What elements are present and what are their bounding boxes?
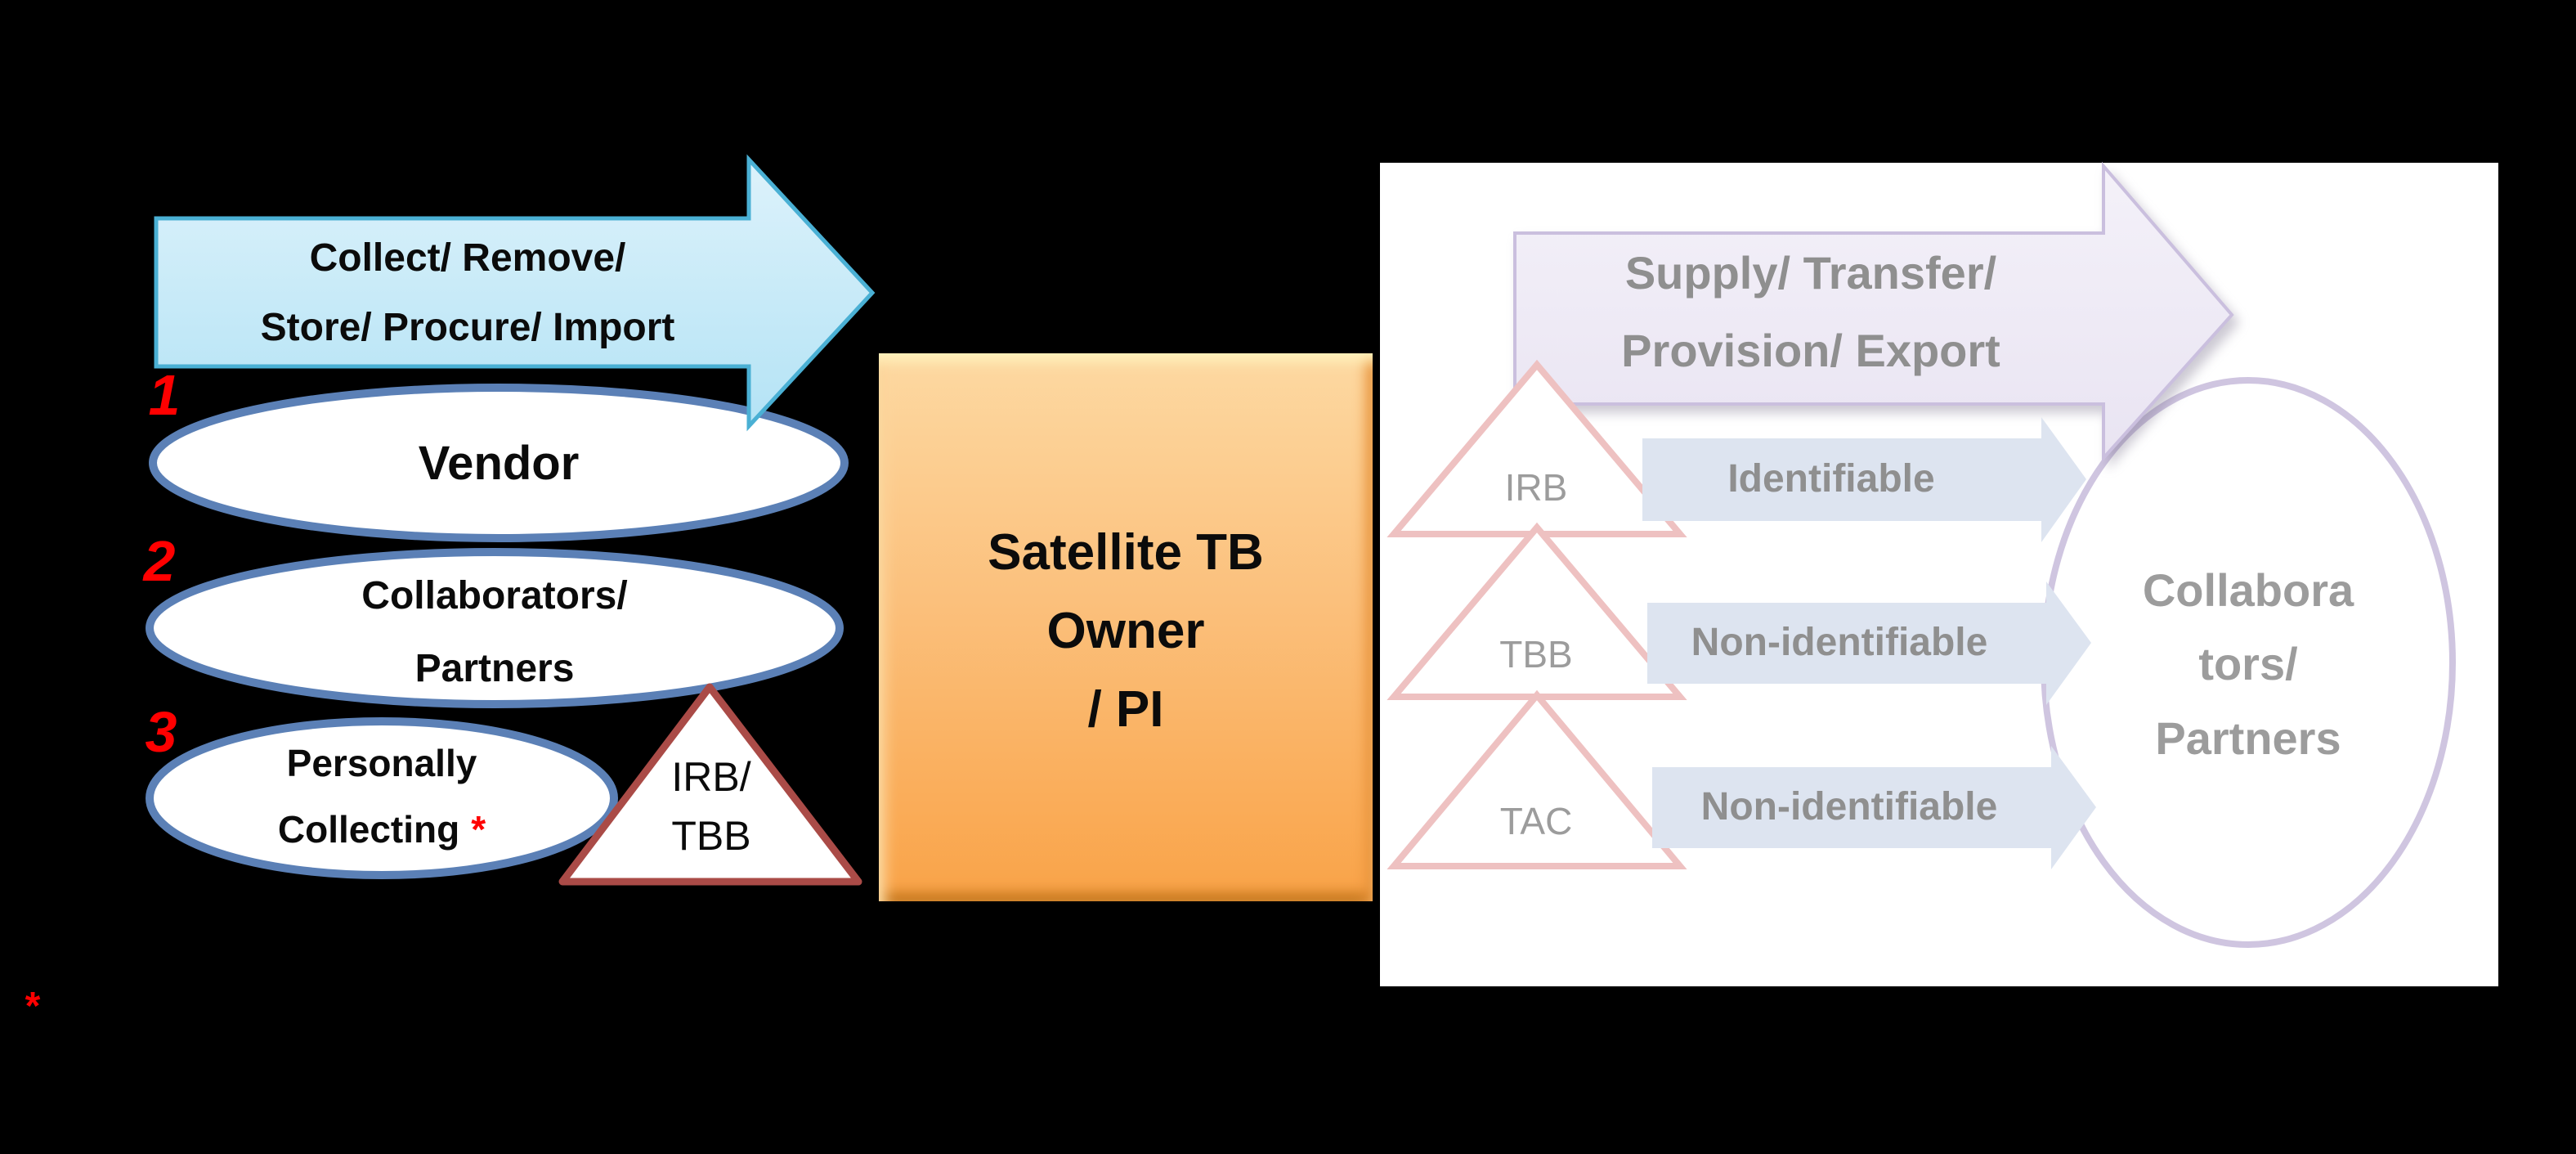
right-collaborators-label-line1: Collabora [2142, 564, 2354, 616]
non-identifiable-arrow-label-2: Non-identifiable [1700, 785, 1998, 828]
personally-label-line1: Personally [286, 742, 477, 784]
identifiable-arrow-label: Identifiable [1727, 457, 1935, 501]
tac-triangle [1387, 689, 1687, 869]
supply-arrow-label-line2: Provision/ Export [1621, 325, 2000, 376]
owner-box-label-line3: / PI [1087, 681, 1164, 738]
irb-tbb-triangle [558, 683, 862, 886]
footnote-asterisk: * [25, 985, 41, 1028]
tbb-label: TBB [1499, 633, 1573, 676]
personally-label-line2: Collecting * [278, 810, 486, 848]
personally-collecting-text: Collecting [277, 808, 460, 851]
non-identifiable-arrow-2 [1652, 746, 2096, 869]
item-number-3: 3 [145, 700, 177, 764]
item-number-1: 1 [148, 363, 181, 427]
personally-collecting-asterisk: * [471, 808, 486, 851]
identifiable-arrow [1642, 417, 2086, 542]
collaborators-label-line2: Partners [414, 647, 575, 690]
irb-label: IRB [1504, 466, 1568, 509]
right-collaborators-label-line3: Partners [2155, 712, 2341, 764]
personally-collecting-ellipse [146, 717, 618, 879]
tac-label: TAC [1499, 800, 1573, 842]
collect-arrow-label-line2: Store/ Procure/ Import [260, 306, 675, 349]
collect-flow-arrow [154, 154, 876, 432]
non-identifiable-arrow-label-1: Non-identifiable [1691, 621, 1988, 664]
collect-arrow-label-line1: Collect/ Remove/ [309, 236, 626, 280]
collaborators-label-line1: Collaborators/ [361, 574, 628, 617]
irb-tbb-label-line1: IRB/ [671, 754, 751, 800]
irb-tbb-label-line2: TBB [671, 813, 751, 859]
non-identifiable-arrow-1 [1647, 581, 2091, 705]
vendor-ellipse [149, 384, 849, 542]
right-collaborators-label-line2: tors/ [2198, 638, 2298, 689]
owner-box-label-line2: Owner [1046, 603, 1205, 659]
supply-flow-arrow [1513, 161, 2234, 463]
vendor-label: Vendor [418, 437, 580, 490]
item-number-2: 2 [143, 529, 176, 593]
satellite-tb-owner-box [879, 353, 1373, 901]
supply-arrow-label-line1: Supply/ Transfer/ [1624, 247, 1997, 299]
collaborators-partners-ellipse [146, 548, 844, 708]
owner-box-label-line1: Satellite TB [988, 524, 1264, 581]
